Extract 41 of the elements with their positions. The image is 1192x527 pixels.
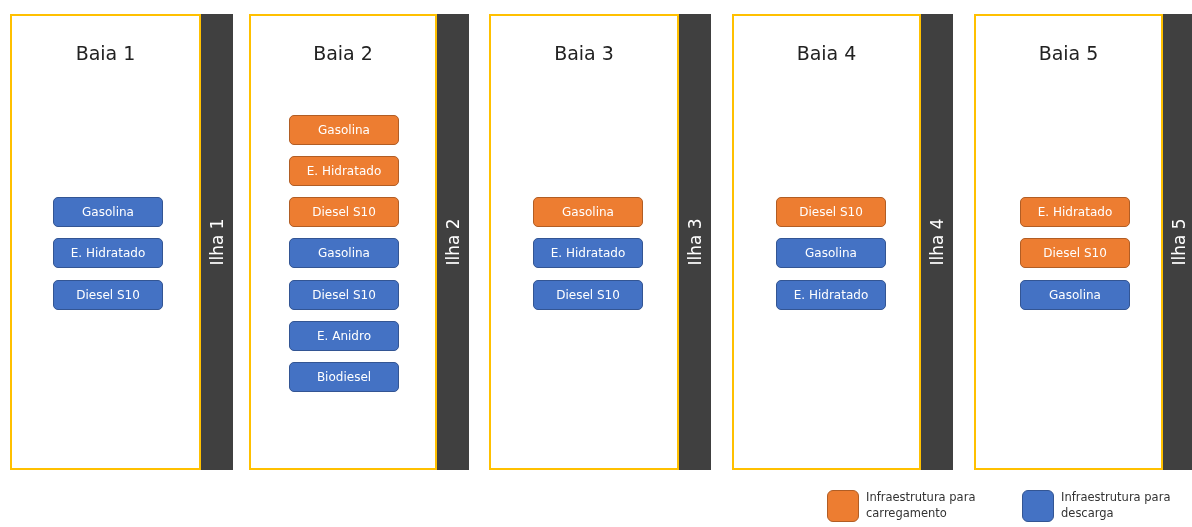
fuel-box: Gasolina: [289, 238, 399, 268]
island-bar: [201, 14, 233, 470]
fuel-box: Diesel S10: [53, 280, 163, 310]
bay-title: Baia 2: [312, 42, 374, 64]
fuel-box: Diesel S10: [289, 197, 399, 227]
bay-panel: [974, 14, 1163, 470]
fuel-box: Gasolina: [289, 115, 399, 145]
bay-panel: [10, 14, 201, 470]
island-bar: [679, 14, 711, 470]
bay-title: Baia 4: [795, 42, 858, 64]
island-bar: [437, 14, 469, 470]
fuel-box: Gasolina: [1020, 280, 1130, 310]
legend-label: Infraestrutura para descarga: [1061, 489, 1172, 521]
fuel-box: E. Anidro: [289, 321, 399, 351]
bay-panel: [249, 14, 437, 470]
bay-title: Baia 5: [1037, 42, 1100, 64]
fuel-box: Biodiesel: [289, 362, 399, 392]
legend-label: Infraestrutura para carregamento: [866, 489, 977, 521]
fuel-box: Diesel S10: [776, 197, 886, 227]
bay-panel: [489, 14, 679, 470]
island-label: Ilha 5: [1169, 218, 1189, 266]
fuel-box: Diesel S10: [533, 280, 643, 310]
fuel-box: Gasolina: [53, 197, 163, 227]
island-label: Ilha 4: [927, 218, 947, 266]
fuel-box: Gasolina: [776, 238, 886, 268]
bay-title: Baia 1: [74, 42, 137, 64]
island-bar: [921, 14, 953, 470]
island-label: Ilha 3: [685, 218, 705, 266]
island-bar: [1163, 14, 1192, 470]
fuel-box: E. Hidratado: [1020, 197, 1130, 227]
island-label: Ilha 1: [207, 218, 227, 266]
fuel-box: Diesel S10: [1020, 238, 1130, 268]
island-label: Ilha 2: [443, 218, 463, 266]
fuel-box: E. Hidratado: [776, 280, 886, 310]
fuel-box: E. Hidratado: [533, 238, 643, 268]
fuel-box: Diesel S10: [289, 280, 399, 310]
fuel-box: Gasolina: [533, 197, 643, 227]
bay-title: Baia 3: [553, 42, 615, 64]
fuel-box: E. Hidratado: [289, 156, 399, 186]
bay-panel: [732, 14, 921, 470]
fuel-box: E. Hidratado: [53, 238, 163, 268]
